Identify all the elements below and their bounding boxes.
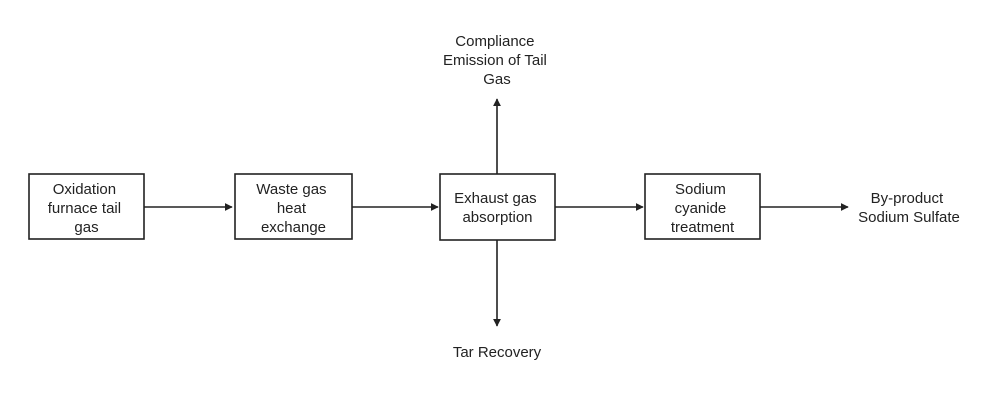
- output-compliance-emission: Compliance Emission of Tail Gas: [443, 33, 551, 88]
- output-tar-recovery: Tar Recovery: [453, 344, 542, 361]
- node-label: Sodium cyanide treatment: [671, 181, 735, 236]
- node-waste-gas-heat-exchange: Waste gas heat exchange: [234, 173, 353, 240]
- node-oxidation-furnace-tail-gas: Oxidation furnace tail gas: [28, 173, 145, 240]
- node-exhaust-gas-absorption: Exhaust gas absorption: [439, 173, 556, 241]
- node-sodium-cyanide-treatment: Sodium cyanide treatment: [644, 173, 761, 240]
- node-label: Exhaust gas absorption: [454, 190, 541, 226]
- output-byproduct-sodium-sulfate: By-product Sodium Sulfate: [858, 190, 960, 226]
- node-label: Oxidation furnace tail gas: [48, 181, 126, 236]
- node-label: Waste gas heat exchange: [256, 181, 330, 236]
